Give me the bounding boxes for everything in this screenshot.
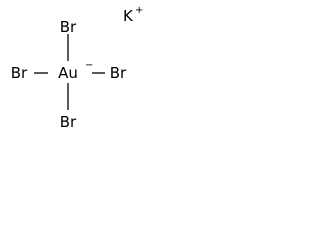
bromine-left-label: Br [11,64,28,82]
potassium-atom-label: K [123,7,134,25]
gold-atom-label: Au [58,64,78,82]
bromine-bottom-label: Br [60,113,77,131]
bromine-top-label: Br [60,18,77,36]
chemical-structure-diagram: K + Br Br Br Br Au − [11,5,144,131]
potassium-charge: + [135,5,143,16]
bromine-right-label: Br [110,64,127,82]
gold-charge: − [85,60,93,71]
